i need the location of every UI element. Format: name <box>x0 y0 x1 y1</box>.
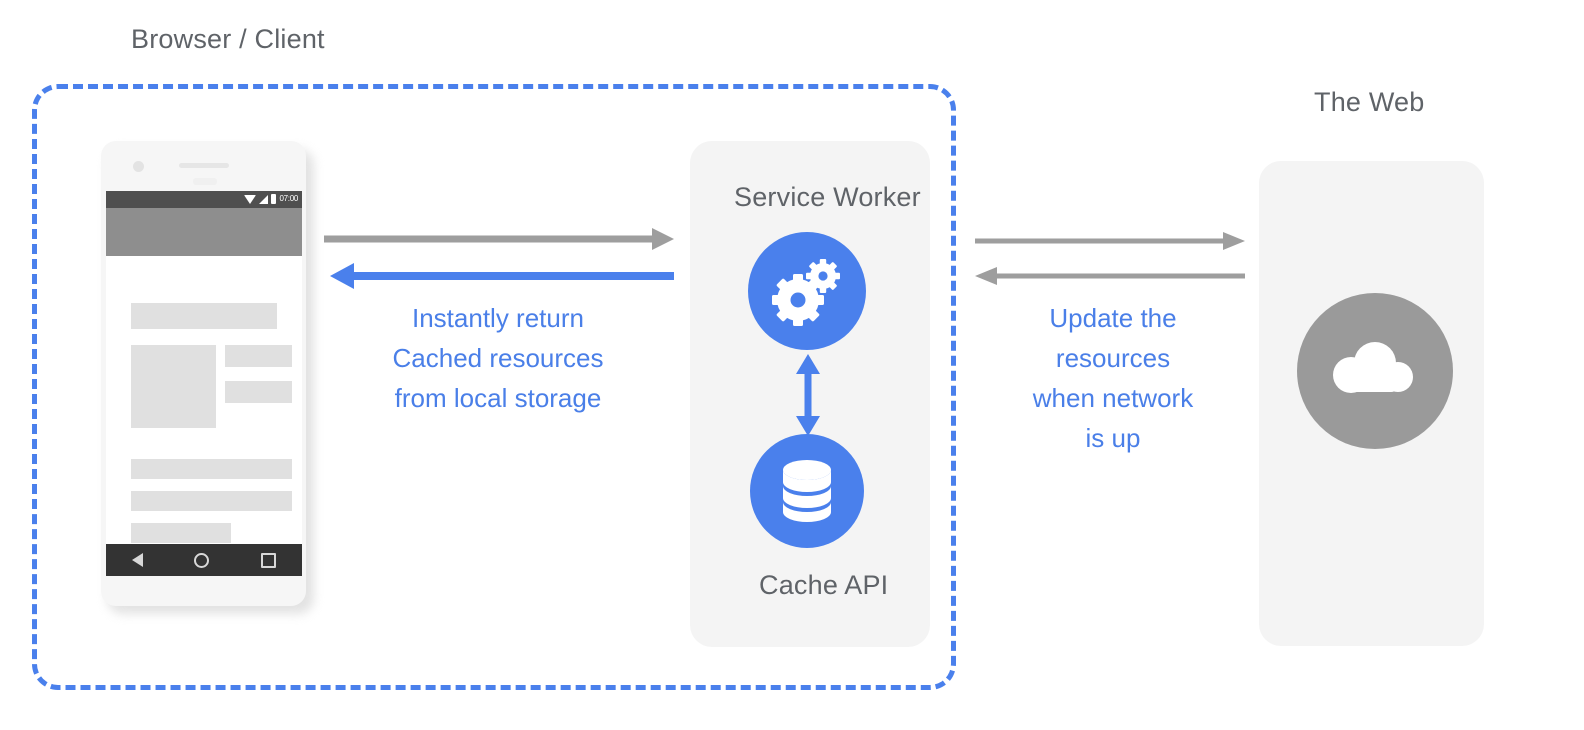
home-icon[interactable] <box>194 552 210 568</box>
battery-icon <box>271 194 277 204</box>
cloud-icon <box>1297 293 1453 449</box>
cached-response-annotation: Instantly return Cached resources from l… <box>392 303 604 413</box>
skeleton-block <box>131 459 292 479</box>
skeleton-block <box>225 381 292 403</box>
service-worker-title: Service Worker <box>734 182 921 212</box>
the-web-title: The Web <box>1314 87 1425 117</box>
wifi-icon <box>244 194 257 204</box>
browser-client-boundary <box>32 84 956 690</box>
phone-mockup: 07:00 <box>101 141 314 614</box>
camera-icon <box>133 161 144 172</box>
network-request-arrow-to-web <box>975 232 1245 250</box>
status-icon-group: 07:00 <box>244 194 298 204</box>
back-icon[interactable] <box>131 553 143 567</box>
skeleton-block <box>131 491 292 511</box>
android-nav-bar <box>106 544 302 576</box>
cache-api-title: Cache API <box>759 570 889 600</box>
gears-icon <box>748 232 866 350</box>
web-cloud-icon-badge <box>1297 293 1453 449</box>
recents-icon[interactable] <box>261 552 277 568</box>
database-icon <box>750 434 864 548</box>
phone-body: 07:00 <box>101 141 306 606</box>
skeleton-block <box>131 523 231 543</box>
network-update-annotation: Update the resources when network is up <box>1032 303 1194 453</box>
sensor-strip <box>193 178 217 185</box>
skeleton-block <box>131 345 216 428</box>
service-worker-icon-badge <box>748 232 866 350</box>
service-worker-cache-bidirectional-arrow <box>796 354 820 436</box>
request-arrow-to-service-worker <box>324 228 674 250</box>
app-bar <box>106 208 302 256</box>
status-clock: 07:00 <box>279 194 298 203</box>
signal-icon <box>259 194 269 204</box>
skeleton-block <box>131 303 277 329</box>
cache-api-icon-badge <box>750 434 864 548</box>
browser-client-title: Browser / Client <box>131 24 325 54</box>
status-bar: 07:00 <box>106 191 302 208</box>
phone-screen: 07:00 <box>106 191 302 576</box>
skeleton-block <box>225 345 292 367</box>
network-response-arrow-to-service-worker <box>975 267 1245 285</box>
speaker-grille <box>179 163 229 168</box>
cached-response-arrow-to-phone <box>330 263 674 289</box>
